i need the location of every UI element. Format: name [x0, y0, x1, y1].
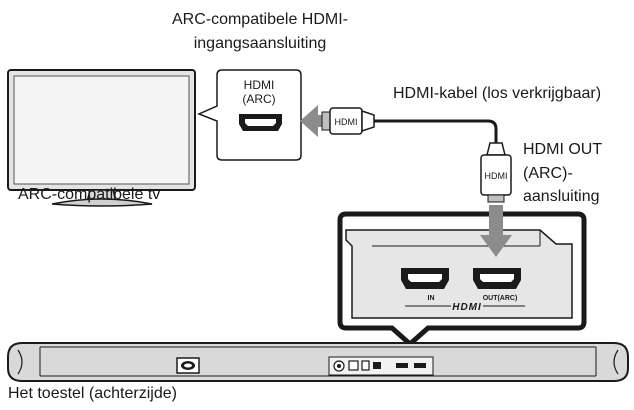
hdmi-out-label-line2: (ARC)-: [523, 165, 573, 182]
unit-out-arc-label: OUT(ARC): [483, 295, 518, 302]
arc-input-label-line2: ingangsaansluiting: [193, 35, 327, 52]
plug-label-vertical: HDMI: [485, 171, 508, 181]
tv-screen: [13, 75, 190, 185]
tv-port-callout: HDMI (ARC): [197, 69, 302, 161]
hdmi-plug-vertical: HDMI: [480, 142, 512, 203]
plug-label-horizontal: HDMI: [335, 117, 358, 127]
unit-soundbar: [7, 342, 629, 382]
tv-illustration: [7, 69, 196, 207]
tv-port-label-line1: HDMI: [244, 78, 275, 92]
tv-stand: [51, 198, 153, 207]
tv-port-label-line2: (ARC): [242, 92, 275, 106]
cable-label: HDMI-kabel (los verkrijgbaar): [393, 85, 602, 102]
unit-label: Het toestel (achterzijde): [8, 385, 177, 402]
arrow-to-tv-port: [300, 105, 342, 137]
arc-input-label-line1: ARC-compatibele HDMI-: [171, 11, 349, 28]
panel-recess: [345, 229, 573, 319]
unit-panel-callout: IN OUT(ARC) HDMI: [337, 211, 587, 348]
unit-in-label: IN: [428, 295, 435, 302]
tv-label: ARC-compatibele tv: [18, 186, 161, 203]
hdmi-cable: [374, 119, 498, 143]
unit-hdmi-logo: HDMI: [452, 302, 482, 313]
hdmi-out-label-line3: aansluiting: [523, 188, 600, 205]
arrow-to-unit-port: [480, 205, 512, 257]
hdmi-out-label-line1: HDMI OUT: [523, 141, 603, 158]
hdmi-plug-horizontal: HDMI: [321, 107, 375, 135]
unit-body: [7, 342, 629, 382]
